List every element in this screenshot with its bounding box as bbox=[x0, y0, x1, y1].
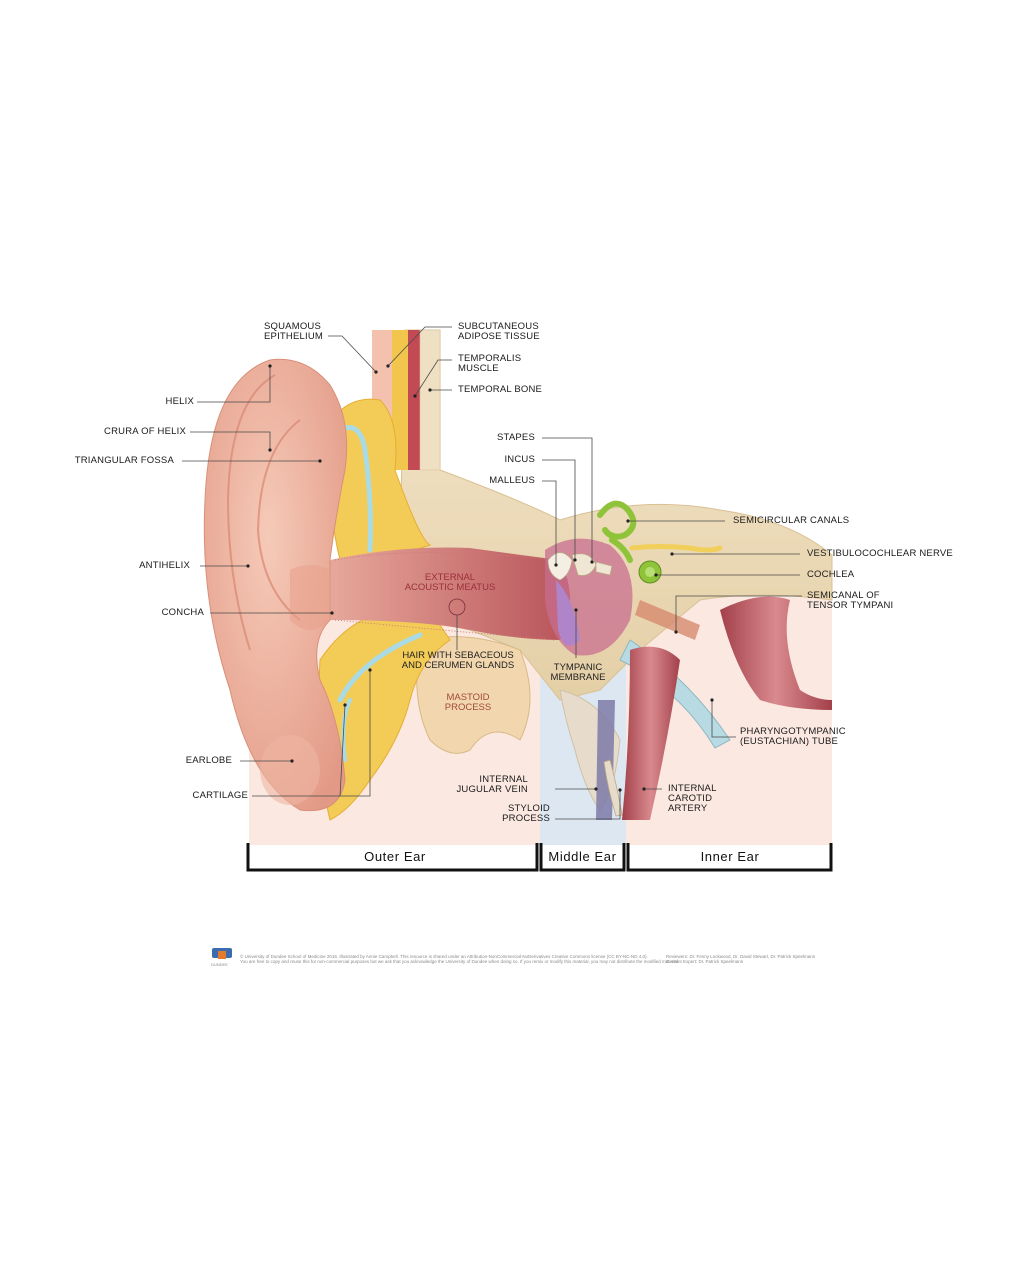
label-semicanal-tensor-tympani: SEMICANAL OF TENSOR TYMPANI bbox=[807, 590, 894, 611]
label-subcutaneous-adipose: SUBCUTANEOUS ADIPOSE TISSUE bbox=[458, 321, 540, 342]
label-helix: HELIX bbox=[165, 396, 194, 407]
university-logo bbox=[212, 948, 232, 959]
adipose-column bbox=[392, 330, 408, 470]
leader-lines bbox=[182, 326, 802, 820]
skin-column bbox=[372, 330, 392, 420]
auricle bbox=[203, 358, 348, 812]
label-vestibulocochlear-nerve: VESTIBULOCOCHLEAR NERVE bbox=[807, 548, 953, 559]
section-brackets bbox=[246, 843, 833, 872]
label-internal-jugular-vein: INTERNAL JUGULAR VEIN bbox=[456, 774, 528, 795]
tensor-tympani-shape bbox=[635, 600, 700, 640]
temporalis-muscle-column bbox=[408, 330, 420, 470]
cartilage-upper bbox=[337, 425, 373, 553]
mastoid-process-shape bbox=[416, 636, 531, 754]
label-incus: INCUS bbox=[504, 454, 535, 465]
footer-logo-text: DUNDEE bbox=[211, 962, 228, 967]
footer-credit: © University of Dundee School of Medicin… bbox=[240, 954, 680, 964]
tympanic-membrane-shape bbox=[556, 580, 580, 646]
pharyngeal-muscle-shape bbox=[720, 596, 832, 710]
label-antihelix: ANTIHELIX bbox=[139, 560, 190, 571]
concha-shape bbox=[290, 565, 330, 630]
label-crura-of-helix: CRURA OF HELIX bbox=[104, 426, 186, 437]
label-triangular-fossa: TRIANGULAR FOSSA bbox=[74, 455, 174, 466]
external-acoustic-meatus-shape bbox=[330, 547, 570, 640]
cartilage-lower bbox=[337, 632, 423, 703]
stapes-shape bbox=[595, 561, 613, 576]
temporal-bone-column bbox=[419, 329, 441, 471]
helix-fold bbox=[226, 374, 276, 651]
outer-ear-bracket bbox=[246, 843, 539, 872]
leader-dots bbox=[246, 364, 714, 792]
section-outer-ear: Outer Ear bbox=[364, 849, 426, 864]
label-pharyngotympanic-tube: PHARYNGOTYMPANIC (EUSTACHIAN) TUBE bbox=[740, 726, 846, 747]
footer-reviewers: Reviewers: Dr. Fenny Lockwood, Dr. David… bbox=[666, 954, 816, 964]
vestibulocochlear-nerve-shape bbox=[629, 544, 723, 553]
label-temporal-bone: TEMPORAL BONE bbox=[458, 384, 543, 395]
label-earlobe: EARLOBE bbox=[185, 755, 232, 766]
label-squamous-epithelium: SQUAMOUS EPITHELIUM bbox=[264, 321, 324, 342]
label-internal-carotid-artery: INTERNAL CAROTID ARTERY bbox=[668, 783, 717, 814]
label-semicircular-canals: SEMICIRCULAR CANALS bbox=[733, 515, 850, 526]
label-stapes: STAPES bbox=[497, 432, 535, 443]
label-styloid-process: STYLOID PROCESS bbox=[502, 803, 550, 824]
styloid-process-shape bbox=[603, 759, 623, 817]
label-cartilage: CARTILAGE bbox=[192, 790, 248, 801]
middle-ear-bracket bbox=[539, 843, 626, 872]
earlobe-shape bbox=[260, 735, 320, 805]
inner-ear-bracket bbox=[626, 843, 833, 872]
label-malleus: MALLEUS bbox=[489, 475, 535, 486]
semicircular-canals-shape bbox=[597, 500, 637, 540]
label-temporalis-muscle: TEMPORALIS MUSCLE bbox=[458, 353, 522, 374]
section-inner-ear: Inner Ear bbox=[700, 849, 760, 864]
malleus-shape bbox=[547, 552, 573, 581]
antihelix-fold bbox=[256, 419, 301, 621]
label-concha: CONCHA bbox=[161, 607, 204, 618]
label-mastoid-process: MASTOID PROCESS bbox=[444, 692, 492, 713]
label-cochlea: COCHLEA bbox=[807, 569, 855, 580]
label-external-acoustic-meatus: EXTERNAL ACOUSTIC MEATUS bbox=[404, 572, 496, 593]
section-middle-ear: Middle Ear bbox=[548, 849, 617, 864]
internal-carotid-artery-shape bbox=[622, 646, 680, 820]
label-tympanic-membrane: TYMPANIC MEMBRANE bbox=[550, 662, 606, 683]
label-hair-glands: HAIR WITH SEBACEOUS AND CERUMEN GLANDS bbox=[401, 650, 515, 671]
